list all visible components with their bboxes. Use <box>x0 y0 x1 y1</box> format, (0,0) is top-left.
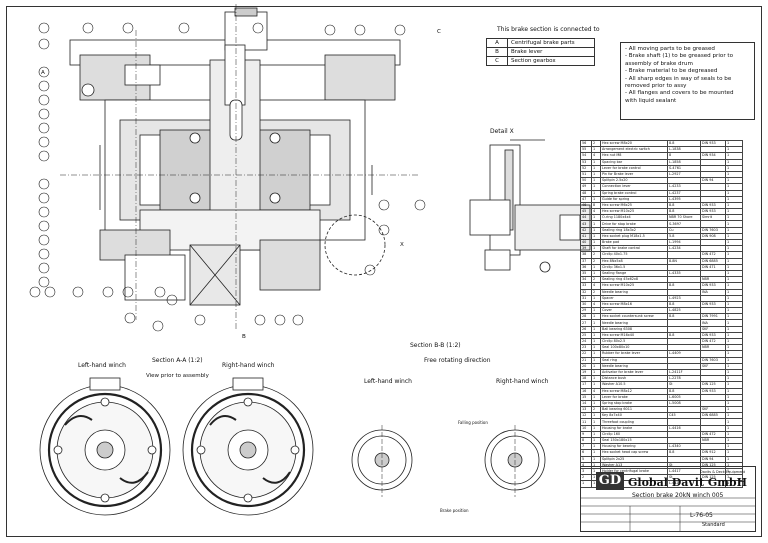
note-line: removed prior to assy <box>625 83 687 90</box>
view-prior-label: View prior to assembly <box>146 373 209 379</box>
callout-c: C <box>437 29 441 35</box>
winch-views <box>39 377 546 516</box>
left-winch-label-2: Left-hand winch <box>364 378 412 385</box>
section-bb-label: Section B-B (1:2) <box>410 342 461 349</box>
note-line: - All sharp edges in way of seals to be <box>625 75 732 82</box>
free-rotating-label: Free rotating direction <box>424 357 491 364</box>
section-aa-label: Section A-A (1:2) <box>152 357 203 364</box>
standard-label: Standard <box>702 522 725 528</box>
brake-position-label: Brake position <box>440 508 469 513</box>
detail-x-drawing <box>469 139 591 273</box>
note-line: - Brake shaft (1) to be greased prior to <box>625 53 734 60</box>
note-line: with liquid sealant <box>625 97 677 104</box>
parts-cell: 1 <box>725 480 743 488</box>
note-line: - All moving parts to be greased <box>625 46 715 52</box>
callout-a: A <box>41 70 45 76</box>
right-winch-label-1: Right-hand winch <box>222 362 275 369</box>
drawing-sheet <box>6 6 762 537</box>
callout-x: X <box>400 242 404 248</box>
company-logo: GD <box>596 472 624 490</box>
falling-position-label: Falling position <box>458 420 488 425</box>
section-note: This brake section is connected to <box>497 26 600 33</box>
left-winch-label-1: Left-hand winch <box>78 362 126 369</box>
notes-box: - All moving parts to be greased - Brake… <box>620 42 755 120</box>
drawing-title: Section brake 20kN winch 005 <box>632 492 724 499</box>
callout-b: B <box>242 334 246 340</box>
company-subtitle: Davits & Deck Equipment <box>700 470 745 474</box>
detail-x-label: Detail X <box>490 128 514 135</box>
company-name: Global Davit GmbH <box>628 476 748 489</box>
title-block-lines <box>580 497 756 532</box>
note-line: - All flanges and covers to be mounted <box>625 90 734 97</box>
section-aa-drawing <box>60 4 420 330</box>
callout-bubbles <box>29 22 426 332</box>
right-winch-label-2: Right-hand winch <box>496 378 549 385</box>
note-line: assembly of brake drum <box>625 60 693 67</box>
title-block <box>580 466 756 532</box>
note-line: - Brake material to be degreased <box>625 68 718 75</box>
drawing-number: L-76-05 <box>690 512 713 519</box>
